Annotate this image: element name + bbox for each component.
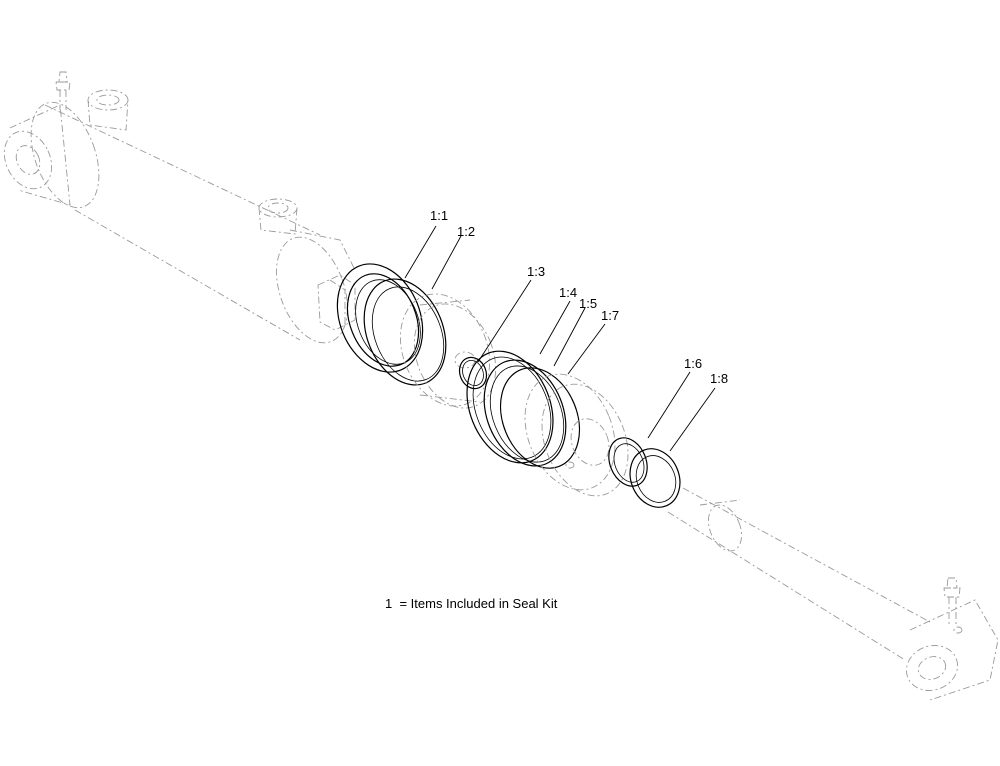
seal-kit-note: 1 = Items Included in Seal Kit	[385, 596, 558, 611]
piston-rod	[667, 487, 931, 661]
grease-fitting-right	[943, 577, 961, 625]
callout-1-6: 1:6	[684, 356, 702, 371]
gland-nut	[317, 274, 356, 331]
gland	[399, 293, 497, 409]
barrel-port-rear	[258, 198, 298, 235]
callout-1-8: 1:8	[710, 371, 728, 386]
ring-1-2	[363, 278, 447, 386]
leader-lines	[404, 225, 716, 452]
barrel-port-front	[87, 89, 129, 131]
seal-1-5	[483, 359, 567, 467]
seal-1-4	[466, 350, 554, 464]
cylinder-barrel	[3, 101, 356, 344]
callout-1-5: 1:5	[579, 296, 597, 311]
callout-1-7: 1:7	[601, 308, 619, 323]
grease-fitting-left	[55, 71, 71, 110]
ring-1-6	[608, 437, 648, 487]
piston	[524, 373, 629, 497]
o-ring-1-3	[458, 356, 488, 390]
callout-1-1: 1:1	[430, 208, 448, 223]
callout-1-2: 1:2	[457, 224, 475, 239]
rod-end	[905, 599, 999, 701]
callout-1-3: 1:3	[527, 264, 545, 279]
ring-1-8	[629, 448, 681, 508]
callout-1-4: 1:4	[559, 285, 577, 300]
seal-1-7	[499, 367, 581, 469]
